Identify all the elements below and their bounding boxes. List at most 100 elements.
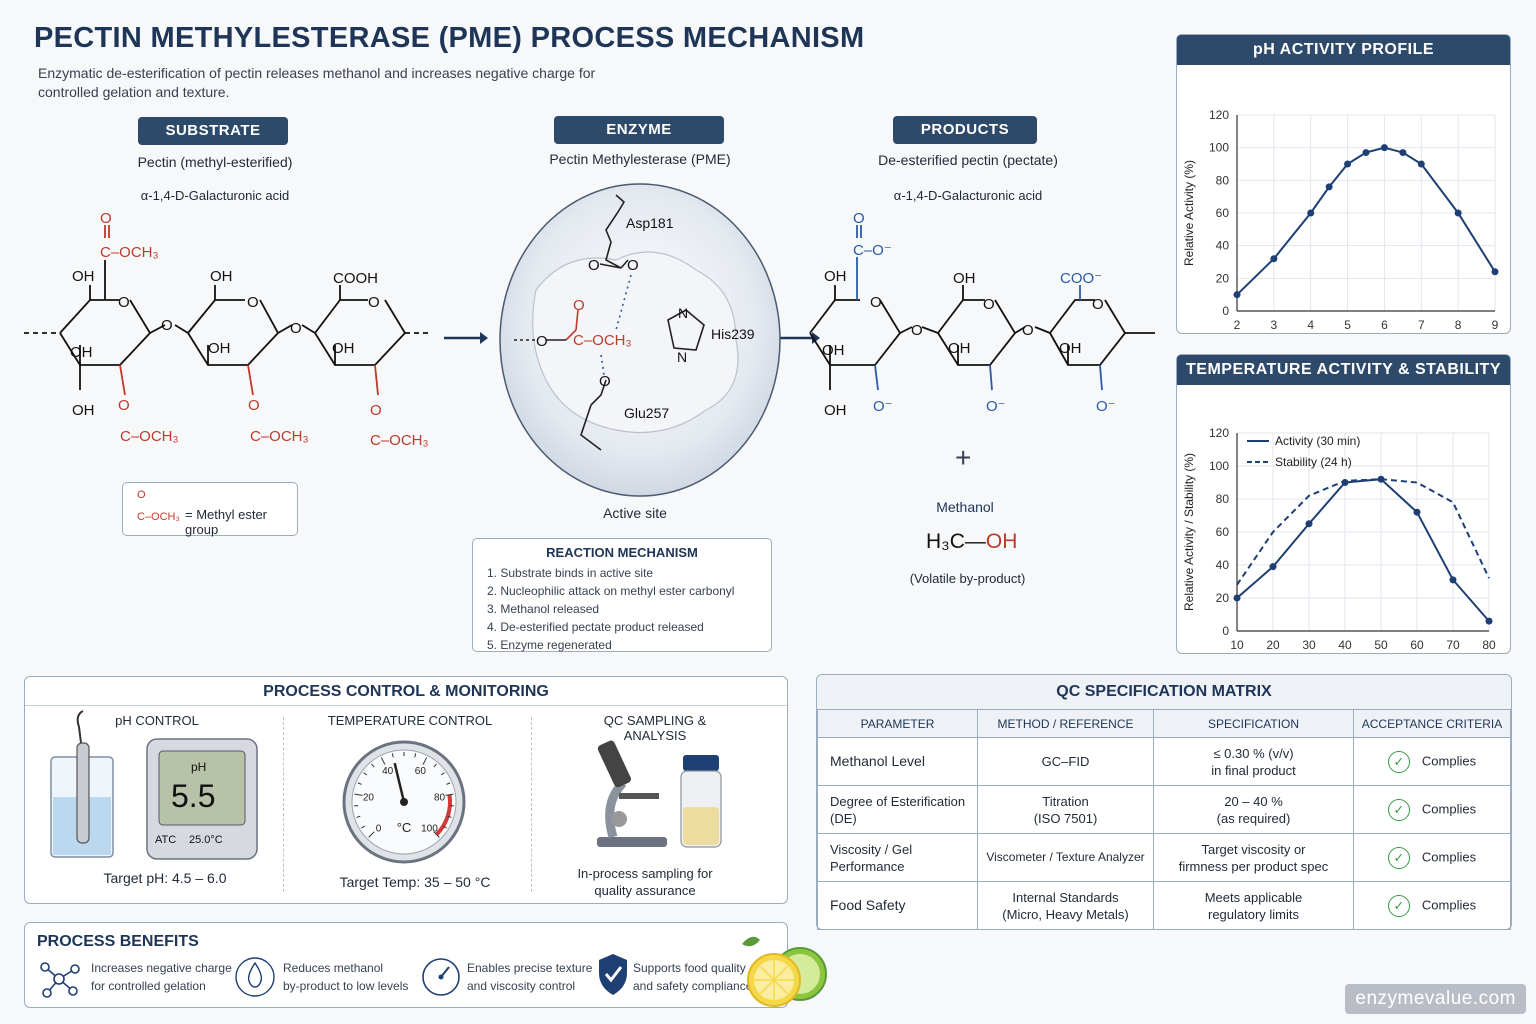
watermark: enzymevalue.com (1345, 984, 1526, 1014)
page-subtitle: Enzymatic de-esterification of pectin re… (38, 65, 596, 100)
y-tick-label: 100 (1209, 141, 1229, 155)
gauge-tick-label: 40 (382, 766, 394, 777)
gauge-tick (445, 793, 454, 796)
substrate-ester-1: C–OCH₃ (120, 428, 179, 445)
substrate-ester-o-2: O (248, 397, 260, 414)
temp-chart-title: TEMPERATURE ACTIVITY & STABILITY (1177, 355, 1510, 385)
substrate-link-o-1: O (161, 317, 173, 334)
data-point (1454, 209, 1462, 217)
y-tick-label: 60 (1216, 206, 1230, 220)
gauge-needle (393, 762, 406, 803)
y-tick-label: 0 (1222, 304, 1229, 318)
product-link-o-2: O (1022, 322, 1034, 339)
y-tick-label: 20 (1216, 591, 1230, 605)
y-tick-label: 80 (1216, 173, 1230, 187)
gauge-tick-label: 100 (421, 823, 438, 834)
x-tick-label: 5 (1344, 318, 1351, 331)
data-point (1305, 520, 1313, 528)
gauge-tick (380, 757, 386, 765)
active-site-carbonyl-o: O (573, 297, 585, 314)
gauge-tick-label: 0 (376, 823, 382, 834)
check-circle-icon: ✓ (1387, 846, 1410, 869)
ph-chart-title: pH ACTIVITY PROFILE (1177, 35, 1510, 65)
arrow-right-icon (444, 332, 488, 344)
check-circle-icon: ✓ (1387, 798, 1410, 821)
x-tick-label: 50 (1374, 638, 1388, 651)
product-carboxylate: C–O⁻ (853, 242, 892, 259)
data-point (1233, 291, 1241, 299)
substrate-oh-2: OH (70, 344, 93, 361)
droplet-icon (235, 957, 275, 997)
qc-cell: Food Safety (817, 881, 978, 930)
substrate-name: Pectin (methyl-esterified) (137, 154, 293, 170)
y-tick-label: 40 (1216, 239, 1230, 253)
enzyme-tag: ENZYME (554, 116, 724, 144)
data-point (1307, 209, 1315, 217)
data-point (1344, 160, 1352, 168)
gauge-tick (440, 772, 445, 776)
gauge-tick (356, 815, 361, 818)
gauge-tick (447, 815, 452, 818)
substrate-oh-5: OH (208, 340, 231, 357)
methanol-oh: OH (985, 530, 1018, 553)
legend-entry: Stability (24 h) (1275, 455, 1352, 469)
x-tick-label: 6 (1381, 318, 1388, 331)
mechanism-step: 2. Nucleophilic attack on methyl ester c… (487, 584, 735, 598)
methyl-ester-legend: O C–OCH₃ = Methyl ester group (122, 482, 298, 537)
product-coo-minus: COO⁻ (1060, 270, 1102, 287)
qc-cell: 20 – 40 %(as required) (1153, 785, 1354, 834)
legend-o: O (137, 489, 146, 501)
qc-cell: ≤ 0.30 % (v/v)in final product (1153, 737, 1354, 786)
substrate-ester-o-1: O (118, 397, 130, 414)
x-tick-label: 40 (1338, 638, 1352, 651)
meter-ph-label: pH (191, 760, 206, 774)
qc-header-row: PARAMETER METHOD / REFERENCE SPECIFICATI… (817, 709, 1511, 738)
y-tick-label: 0 (1222, 624, 1229, 638)
gauge-tick-label: 80 (434, 792, 446, 803)
asp-oxygen-1: O (588, 257, 600, 274)
data-point (1270, 255, 1278, 263)
x-tick-label: 20 (1266, 638, 1280, 651)
benefit-text: Enables precise texture (467, 961, 593, 975)
y-tick-label: 100 (1209, 459, 1229, 473)
y-axis-label: Relative Activity (%) (1182, 160, 1196, 266)
benefit-text: Supports food quality (633, 961, 746, 975)
products-tag: PRODUCTS (893, 116, 1037, 144)
acceptance-status: Complies (1421, 800, 1477, 816)
substrate-ring-o-3: O (368, 294, 380, 311)
divider-dashed-2 (531, 717, 532, 892)
gauge-tick (357, 782, 362, 785)
substrate-tag: SUBSTRATE (138, 117, 288, 145)
meter-temp: 25.0°C (189, 834, 223, 846)
qc-acceptance-cell: ✓ Complies (1353, 785, 1511, 834)
y-tick-label: 60 (1216, 525, 1230, 539)
product-ring-o-3: O (1092, 296, 1104, 313)
legend-text: = Methyl ester group (185, 507, 268, 537)
substrate-ester-o-3: O (370, 402, 382, 419)
x-tick-label: 10 (1230, 638, 1244, 651)
qc-col-header: METHOD / REFERENCE (977, 709, 1154, 738)
product-oh-1: OH (824, 268, 847, 285)
substrate-link-o-2: O (290, 320, 302, 337)
mechanism-steps: 1. Substrate binds in active site 2. Nuc… (487, 564, 771, 654)
substrate-oh-6: OH (332, 340, 355, 357)
products-name: De-esterified pectin (pectate) (878, 152, 1058, 168)
mechanism-step: 4. De-esterified pectate product release… (487, 620, 704, 634)
substrate-carbonyl-o: O (100, 210, 112, 227)
x-tick-label: 4 (1307, 318, 1314, 331)
product-link-o-1: O (911, 322, 923, 339)
qc-cell: Viscometer / Texture Analyzer (977, 833, 1154, 882)
qc-col-header: SPECIFICATION (1153, 709, 1354, 738)
substrate-ester-3: C–OCH₃ (370, 432, 429, 449)
qc-col-header: ACCEPTANCE CRITERIA (1353, 709, 1511, 738)
active-site-label: Active site (603, 505, 667, 521)
qc-acceptance-cell: ✓Complies (1353, 737, 1511, 786)
ph-target: Target pH: 4.5 – 6.0 (103, 870, 227, 886)
gauge-tick-label: 20 (363, 792, 375, 803)
qc-table-row: Degree of Esterification (DE)Titration(I… (817, 785, 1511, 834)
substrate-ring-o-2: O (247, 294, 259, 311)
gauge-unit: °C (397, 820, 412, 835)
